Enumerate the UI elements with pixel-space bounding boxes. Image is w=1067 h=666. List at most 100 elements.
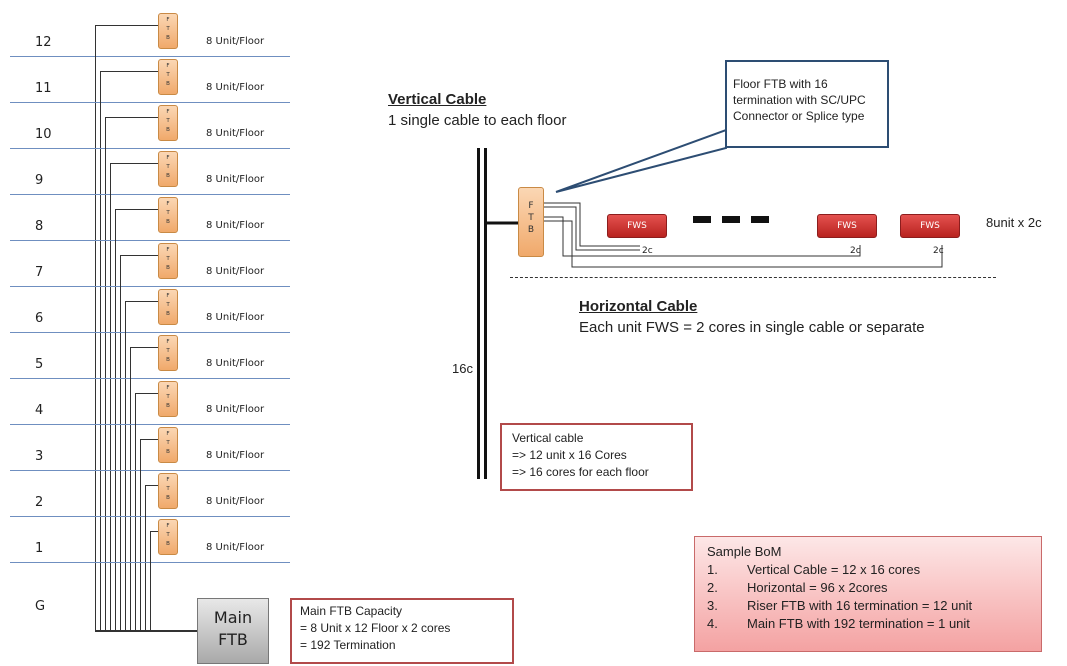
riser-cable-branch	[100, 71, 158, 72]
unit-per-floor-label: 8 Unit/Floor	[206, 542, 265, 553]
ftb-letter: F	[166, 431, 170, 437]
unit-per-floor-label: 8 Unit/Floor	[206, 220, 265, 231]
floor-label: 4	[35, 403, 44, 418]
vertical-note-line: => 16 cores for each floor	[512, 465, 649, 479]
unit-per-floor-label: 8 Unit/Floor	[206, 312, 265, 323]
riser-cable-branch	[120, 255, 158, 256]
riser-cable	[135, 393, 136, 630]
horizontal-separator	[510, 277, 996, 278]
bom-title: Sample BoM	[707, 544, 782, 559]
floor-label: 5	[35, 357, 44, 372]
floor-label: 3	[35, 449, 44, 464]
fws-cable-label: 2c	[933, 246, 944, 256]
riser-cable	[105, 117, 106, 630]
ftb-letter: F	[528, 201, 534, 211]
riser-cable	[130, 347, 131, 630]
bom-item-text: Vertical Cable = 12 x 16 cores	[747, 562, 921, 577]
floor-divider	[10, 332, 290, 333]
floor-label: 9	[35, 173, 44, 188]
unit-per-floor-label: 8 Unit/Floor	[206, 174, 265, 185]
unit-per-floor-label: 8 Unit/Floor	[206, 358, 265, 369]
vertical-cable-line	[477, 148, 480, 479]
ftb-letter: B	[166, 495, 170, 501]
floor-label: 2	[35, 495, 44, 510]
ftb-letter: T	[166, 164, 170, 170]
fws-unit: FWS	[817, 214, 877, 238]
riser-cable-branch	[115, 209, 158, 210]
riser-cable	[150, 531, 151, 630]
ftb-letter: T	[166, 118, 170, 124]
ftb-letter: B	[166, 403, 170, 409]
ellipsis-dash	[722, 216, 740, 223]
floor-label: 7	[35, 265, 44, 280]
main-ftb-box: Main FTB	[197, 598, 269, 664]
ftb-letter: T	[166, 72, 170, 78]
unit-per-floor-label: 8 Unit/Floor	[206, 36, 265, 47]
riser-ftb: F T B	[518, 187, 544, 257]
riser-cable-branch	[150, 531, 158, 532]
floor-divider	[10, 470, 290, 471]
riser-cable	[140, 439, 141, 630]
ftb-letter: B	[166, 35, 170, 41]
unit-per-floor-label: 8 Unit/Floor	[206, 450, 265, 461]
vertical-note-line: => 12 unit x 16 Cores	[512, 448, 627, 462]
riser-cable	[100, 71, 101, 630]
riser-cable	[115, 209, 116, 630]
bom-item-text: Main FTB with 192 termination = 1 unit	[747, 616, 970, 631]
ftb-letter: B	[166, 449, 170, 455]
riser-cable-branch	[125, 301, 158, 302]
ftb-letter: F	[166, 63, 170, 69]
bom-item: 4. Main FTB with 192 termination = 1 unit	[707, 615, 1029, 633]
bom-item-number: 4.	[707, 616, 718, 631]
ftb-letter: B	[166, 219, 170, 225]
riser-cable	[120, 255, 121, 630]
floor-label: 1	[35, 541, 44, 556]
ftb-letter: F	[166, 109, 170, 115]
ftb-letter: F	[166, 201, 170, 207]
riser-cable-branch	[140, 439, 158, 440]
bom-item: 1.Vertical Cable = 12 x 16 cores	[707, 561, 1029, 579]
floor-divider	[10, 148, 290, 149]
unit-per-floor-label: 8 Unit/Floor	[206, 496, 265, 507]
vertical-cable-heading: Vertical Cable	[388, 91, 487, 108]
fws-unit: FWS	[900, 214, 960, 238]
main-ftb-line2: FTB	[218, 630, 248, 649]
riser-cable-branch	[135, 393, 158, 394]
ftb-letter: F	[166, 477, 170, 483]
bom-item-text: Riser FTB with 16 termination = 12 unit	[747, 598, 973, 613]
main-ftb-line1: Main	[213, 608, 253, 627]
bom-item-number: 2.	[707, 580, 718, 595]
ftb-letter: F	[166, 17, 170, 23]
fws-total-label: 8unit x 2c	[986, 215, 1042, 230]
main-note-line: = 192 Termination	[300, 638, 396, 652]
floor-label: 12	[35, 35, 52, 50]
unit-per-floor-label: 8 Unit/Floor	[206, 128, 265, 139]
bom-item: 3.Riser FTB with 16 termination = 12 uni…	[707, 597, 1029, 615]
ground-floor-label: G	[35, 599, 46, 614]
floor-divider	[10, 424, 290, 425]
floor-ftb-callout: Floor FTB with 16 termination with SC/UP…	[725, 60, 889, 148]
vertical-cores-label: 16c	[452, 361, 473, 376]
ftb-letter: T	[166, 348, 170, 354]
unit-per-floor-label: 8 Unit/Floor	[206, 404, 265, 415]
ftb-letter: B	[166, 311, 170, 317]
callout-pointer	[555, 128, 727, 193]
riser-cable-branch	[95, 25, 158, 26]
riser-cable	[95, 25, 96, 630]
ftb-letter: T	[166, 210, 170, 216]
bom-item-text: Horizontal = 96 x 2cores	[747, 580, 888, 595]
bom-item: 2. Horizontal = 96 x 2cores	[707, 579, 1029, 597]
floor-label: 8	[35, 219, 44, 234]
ftb-letter: B	[527, 225, 535, 235]
ftb-letter: B	[166, 265, 170, 271]
ftb-letter: T	[166, 486, 170, 492]
